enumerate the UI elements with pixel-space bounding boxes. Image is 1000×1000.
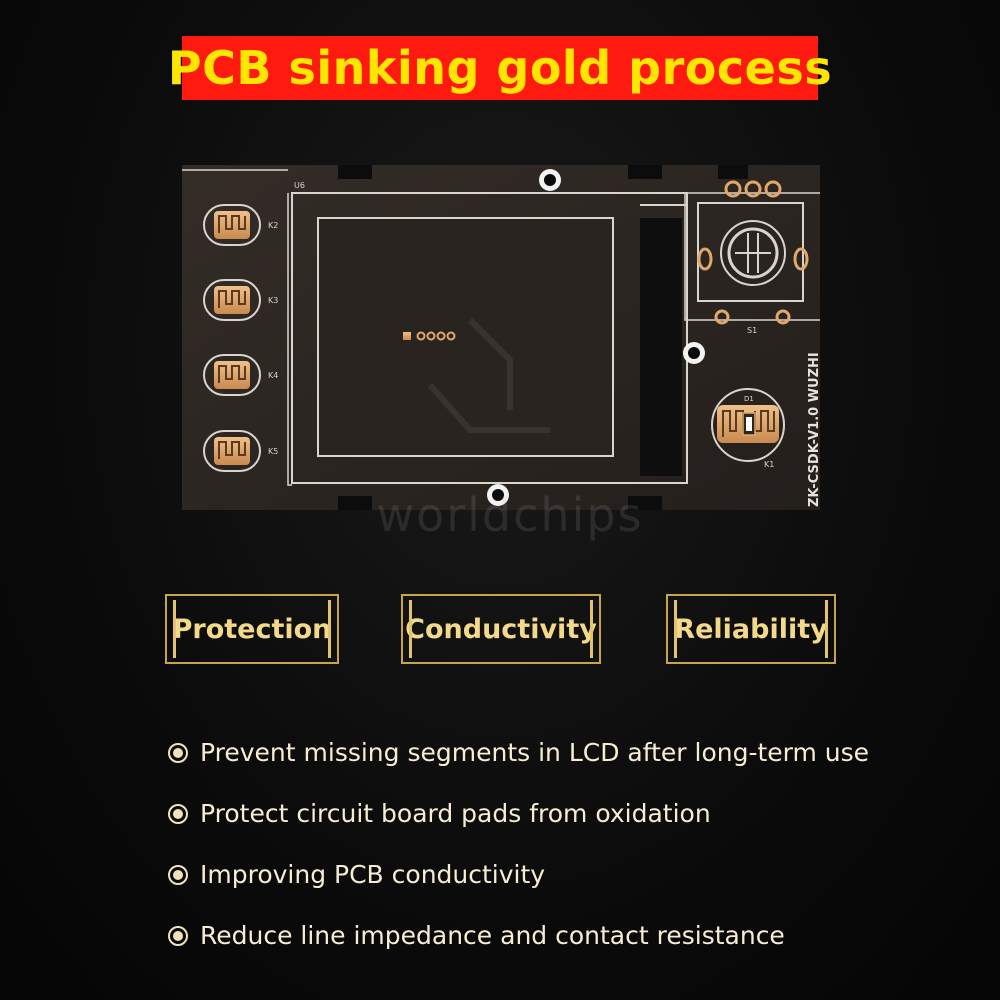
- feature-label: Conductivity: [405, 613, 597, 645]
- pcb-board-image: U6 K2 K3 K4 K5 S1 D: [170, 155, 840, 525]
- silk-k2: K2: [268, 221, 278, 230]
- feature-label: Reliability: [674, 613, 828, 645]
- silk-k5: K5: [268, 447, 278, 456]
- silk-d1: D1: [744, 395, 754, 403]
- silk-k4: K4: [268, 371, 278, 380]
- bullet-dot-icon: [168, 925, 188, 946]
- rotary-encoder: S1: [684, 180, 820, 335]
- bullet-dot-icon: [168, 742, 188, 763]
- silk-k1: K1: [764, 460, 774, 469]
- title-banner: PCB sinking gold process: [168, 36, 832, 100]
- silk-k3: K3: [268, 296, 278, 305]
- feature-box-conductivity: Conductivity: [401, 594, 601, 664]
- silk-s1: S1: [747, 326, 757, 335]
- bullet-list: Prevent missing segments in LCD after lo…: [168, 722, 968, 966]
- bullet-text: Reduce line impedance and contact resist…: [200, 921, 785, 950]
- feature-label: Protection: [172, 613, 332, 645]
- bullet-dot-icon: [168, 864, 188, 885]
- feature-box-reliability: Reliability: [666, 594, 836, 664]
- pcb-board-drawing: U6 K2 K3 K4 K5 S1 D: [182, 165, 822, 510]
- list-item: Improving PCB conductivity: [168, 844, 968, 905]
- watermark-text: worldchips: [376, 488, 644, 542]
- bullet-text: Protect circuit board pads from oxidatio…: [200, 799, 711, 828]
- page-title: PCB sinking gold process: [167, 41, 833, 95]
- silk-u6: U6: [294, 181, 305, 190]
- k1-pad: D1 K1: [711, 388, 785, 469]
- key-pads: [203, 204, 261, 472]
- lcd-outer-frame: [291, 192, 688, 484]
- list-item: Reduce line impedance and contact resist…: [168, 905, 968, 966]
- silk-board-id: ZK-CSDK-V1.0 WUZHI: [807, 352, 822, 507]
- list-item: Protect circuit board pads from oxidatio…: [168, 783, 968, 844]
- feature-box-protection: Protection: [165, 594, 339, 664]
- bullet-dot-icon: [168, 803, 188, 824]
- bullet-text: Improving PCB conductivity: [200, 860, 546, 889]
- bullet-text: Prevent missing segments in LCD after lo…: [200, 738, 870, 767]
- lcd-area: [317, 217, 614, 457]
- list-item: Prevent missing segments in LCD after lo…: [168, 722, 968, 783]
